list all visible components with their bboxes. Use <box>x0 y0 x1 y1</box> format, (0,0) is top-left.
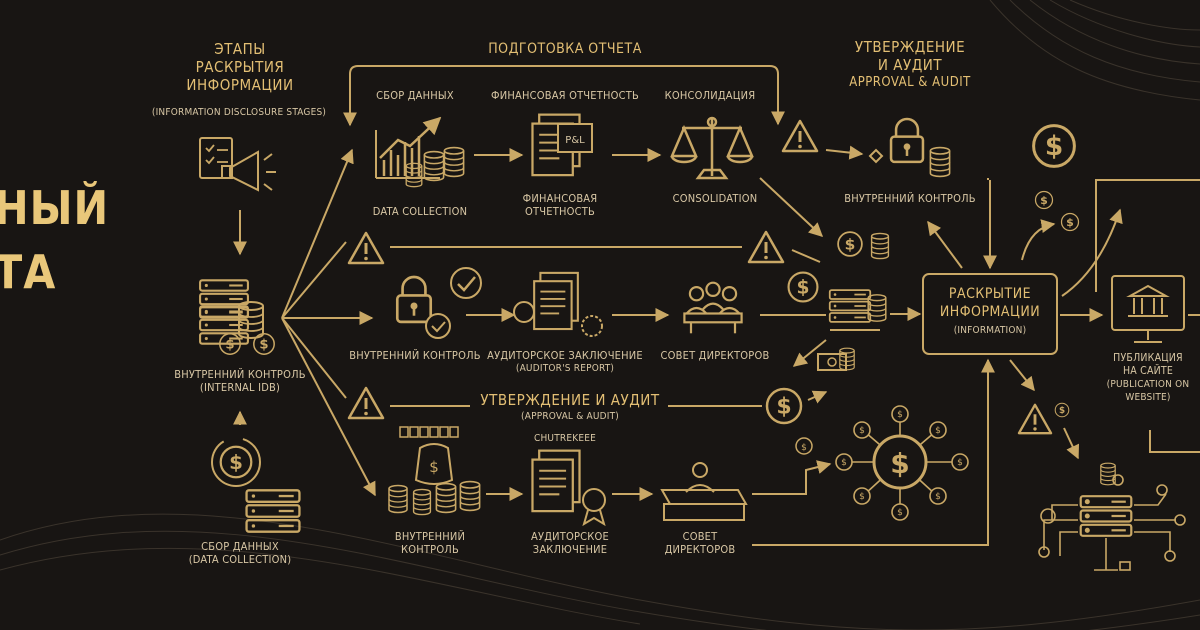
approval-top-heading: УТВЕРЖДЕНИЕ И АУДИТ APPROVAL & AUDIT <box>830 38 990 92</box>
approval-top-2: И АУДИТ <box>877 56 943 74</box>
server-network-icon <box>1038 462 1186 571</box>
coin-network-icon <box>835 405 969 521</box>
svg-text:$: $ <box>890 447 909 480</box>
row3-internal-label: ВНУТРЕННИЙ КОНТРОЛЬ <box>380 530 480 556</box>
financial-report-icon: P&L <box>531 113 593 177</box>
left-bottom-2: (DATA COLLECTION) <box>188 553 292 566</box>
row3-coins-icon: $ <box>388 426 481 516</box>
row3-extra-label: CHUTREKEEE <box>533 433 596 444</box>
approval-top-1: УТВЕРЖДЕНИЕ <box>854 38 966 56</box>
publication-2: НА САЙТЕ <box>1122 365 1174 377</box>
row2-auditor-2: (AUDITOR'S REPORT) <box>515 363 615 374</box>
row2-auditor-1: АУДИТОРСКОЕ ЗАКЛЮЧЕНИЕ <box>487 349 643 362</box>
approval-mid-heading: УТВЕРЖДЕНИЕ И АУДИТ <box>480 391 660 409</box>
svg-text:$: $ <box>897 410 903 420</box>
approval-top-3: APPROVAL & AUDIT <box>849 75 971 90</box>
left-hub-2: (INTERNAL IDB) <box>199 381 281 394</box>
row3-auditor-2: ЗАКЛЮЧЕНИЕ <box>532 543 608 556</box>
board-meeting-icon <box>683 281 743 335</box>
data-collection-cycle-icon <box>211 437 301 533</box>
row3-auditor-label: АУДИТОРСКОЕ ЗАКЛЮЧЕНИЕ <box>515 530 625 556</box>
svg-text:$: $ <box>859 426 865 436</box>
cash-icon <box>817 347 855 371</box>
auditor-report-icon <box>513 271 603 337</box>
stages-title-1: ЭТАПЫ <box>214 40 266 58</box>
row3-auditor-icon <box>531 449 606 527</box>
svg-text:$: $ <box>429 458 439 476</box>
data-collection-top-label: СБОР ДАННЫХ <box>376 89 454 102</box>
report-prep-heading: ПОДГОТОВКА ОТЧЕТА <box>488 41 642 57</box>
financial-statements-bottom-label: ФИНАНСОВАЯ ОТЧЕТНОСТЬ <box>505 192 615 218</box>
row2-board-label: СОВЕТ ДИРЕКТОРОВ <box>660 349 770 362</box>
left-hub-server-icon <box>199 279 275 355</box>
svg-text:$: $ <box>935 426 941 436</box>
stages-title-3: ИНФОРМАЦИИ <box>186 76 294 94</box>
row3-internal-2: КОНТРОЛЬ <box>401 543 459 556</box>
stages-title-2: РАСКРЫТИЯ <box>195 58 285 76</box>
approval-mid-subheading: (APPROVAL & AUDIT) <box>521 411 619 422</box>
svg-text:$: $ <box>935 492 941 502</box>
top-internal-control-icon <box>868 117 951 178</box>
pl-label: P&L <box>565 135 585 146</box>
fin-bottom-1: ФИНАНСОВАЯ <box>522 192 598 205</box>
publication-4: WEBSITE) <box>1125 392 1171 403</box>
svg-text:$: $ <box>859 492 865 502</box>
page-title-line1: НЫЙ <box>0 181 110 235</box>
row3-internal-1: ВНУТРЕННИЙ <box>394 530 466 543</box>
publication-1: ПУБЛИКАЦИЯ <box>1113 352 1183 364</box>
disclosure-line-2: ИНФОРМАЦИИ <box>939 304 1041 320</box>
svg-text:$: $ <box>957 458 963 468</box>
publication-3: (PUBLICATION ON <box>1106 379 1190 390</box>
website-monitor-icon <box>1111 275 1185 343</box>
coins-right-icon <box>837 231 890 260</box>
left-hub-1: ВНУТРЕННИЙ КОНТРОЛЬ <box>174 368 306 381</box>
row3-board-2: ДИРЕКТОРОВ <box>664 543 736 556</box>
row2-lock-icon <box>395 267 482 339</box>
svg-text:$: $ <box>897 508 903 518</box>
financial-statements-top-label: ФИНАНСОВАЯ ОТЧЕТНОСТЬ <box>491 89 639 102</box>
data-collection-chart-icon <box>375 116 465 188</box>
left-hub-label: ВНУТРЕННИЙ КОНТРОЛЬ (INTERNAL IDB) <box>160 368 320 394</box>
stages-subtitle: (INFORMATION DISCLOSURE STAGES) <box>151 107 327 118</box>
row3-auditor-1: АУДИТОРСКОЕ <box>531 530 609 543</box>
page-title-line2: ТА <box>0 245 57 299</box>
svg-text:$: $ <box>841 458 847 468</box>
left-bottom-1: СБОР ДАННЫХ <box>201 540 279 553</box>
row3-board-icon <box>660 462 748 521</box>
row2-auditor-label: АУДИТОРСКОЕ ЗАКЛЮЧЕНИЕ (AUDITOR'S REPORT… <box>485 349 645 375</box>
disclosure-line-1: РАСКРЫТИЕ <box>948 286 1032 302</box>
consolidation-bottom-label: CONSOLIDATION <box>672 192 758 205</box>
disclosure-line-3: (INFORMATION) <box>953 325 1027 336</box>
left-bottom-label: СБОР ДАННЫХ (DATA COLLECTION) <box>180 540 300 566</box>
center-server-icon <box>828 289 887 331</box>
scales-icon <box>670 116 754 180</box>
row3-board-1: СОВЕТ <box>682 530 718 543</box>
data-collection-bottom-label: DATA COLLECTION <box>372 205 468 218</box>
row2-internal-control-label: ВНУТРЕННИЙ КОНТРОЛЬ <box>349 349 481 362</box>
fin-bottom-2: ОТЧЕТНОСТЬ <box>525 205 595 218</box>
svg-text:$: $ <box>801 443 807 453</box>
consolidation-top-label: КОНСОЛИДАЦИЯ <box>664 89 756 102</box>
stages-heading: ЭТАПЫ РАСКРЫТИЯ ИНФОРМАЦИИ <box>160 40 320 94</box>
top-internal-control-label: ВНУТРЕННИЙ КОНТРОЛЬ <box>844 192 976 205</box>
stages-clipboard-icon <box>199 137 276 192</box>
row3-board-label: СОВЕТ ДИРЕКТОРОВ <box>650 530 750 556</box>
disclosure-box: РАСКРЫТИЕ ИНФОРМАЦИИ (INFORMATION) <box>922 273 1058 355</box>
publication-label: ПУБЛИКАЦИЯ НА САЙТЕ (PUBLICATION ON WEBS… <box>1092 352 1200 404</box>
